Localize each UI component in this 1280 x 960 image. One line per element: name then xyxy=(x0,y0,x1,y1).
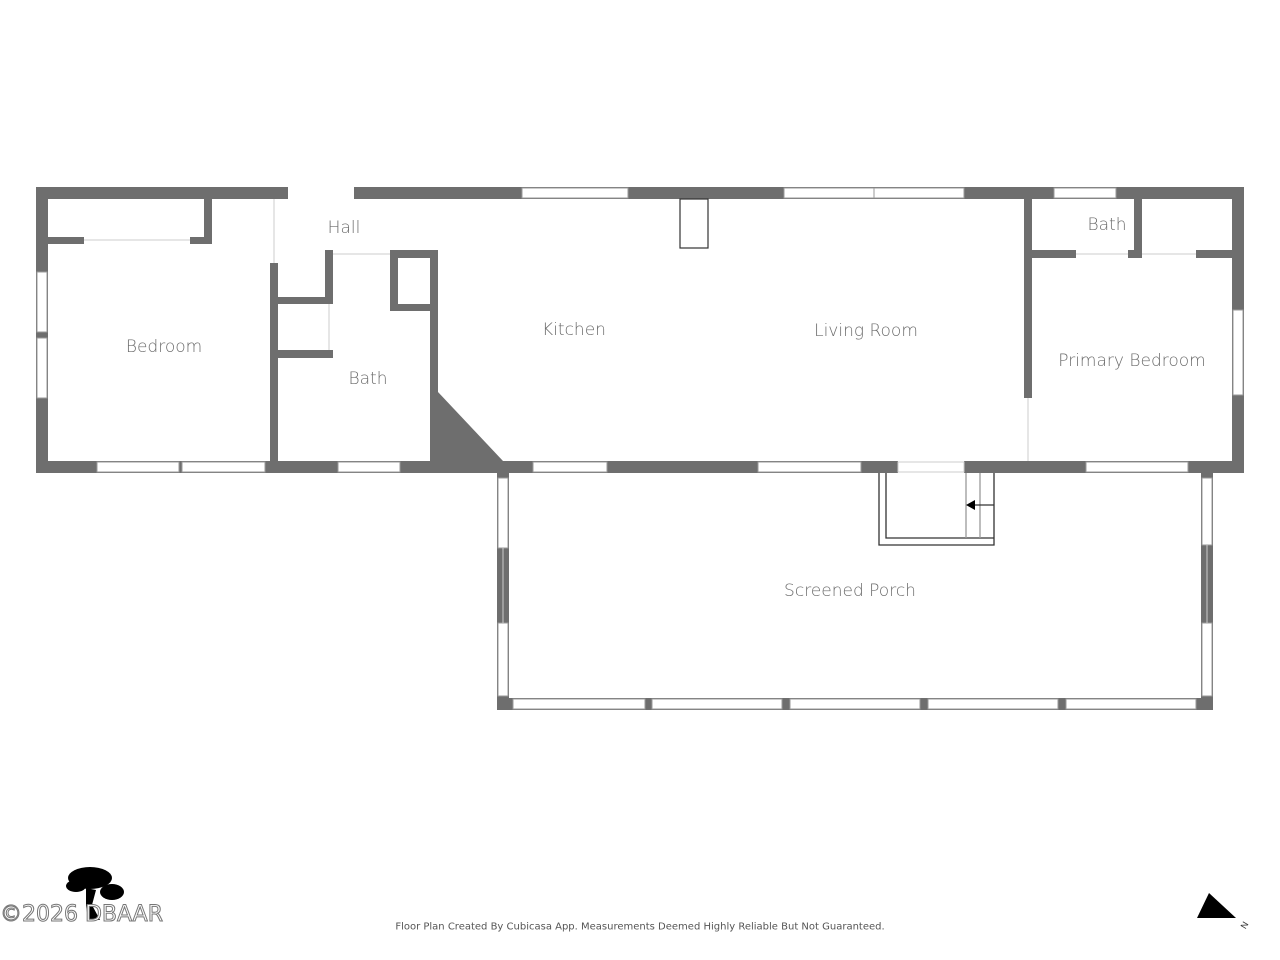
room-label-living-room: Living Room xyxy=(814,321,918,341)
fridge xyxy=(679,198,709,249)
walls xyxy=(36,187,1244,710)
footer-disclaimer: Floor Plan Created By Cubicasa App. Meas… xyxy=(395,921,885,933)
stairs-arrow-icon xyxy=(966,500,975,510)
room-label-primary-bedroom: Primary Bedroom xyxy=(1058,351,1206,371)
room-label-bath-left: Bath xyxy=(348,369,388,389)
logo-tree-icon xyxy=(66,867,124,920)
room-label-screened-porch: Screened Porch xyxy=(784,581,916,601)
compass-label: N xyxy=(1239,920,1251,931)
compass-icon: N xyxy=(1197,893,1250,930)
room-label-bath-right: Bath xyxy=(1087,215,1127,235)
room-label-hall: Hall xyxy=(327,218,361,238)
room-label-bedroom: Bedroom xyxy=(125,337,203,357)
windows xyxy=(36,187,1244,710)
door-openings xyxy=(84,199,1208,623)
watermark: ©2026 DBAAR xyxy=(0,902,164,928)
room-label-kitchen: Kitchen xyxy=(542,320,606,340)
stairs xyxy=(878,473,995,546)
